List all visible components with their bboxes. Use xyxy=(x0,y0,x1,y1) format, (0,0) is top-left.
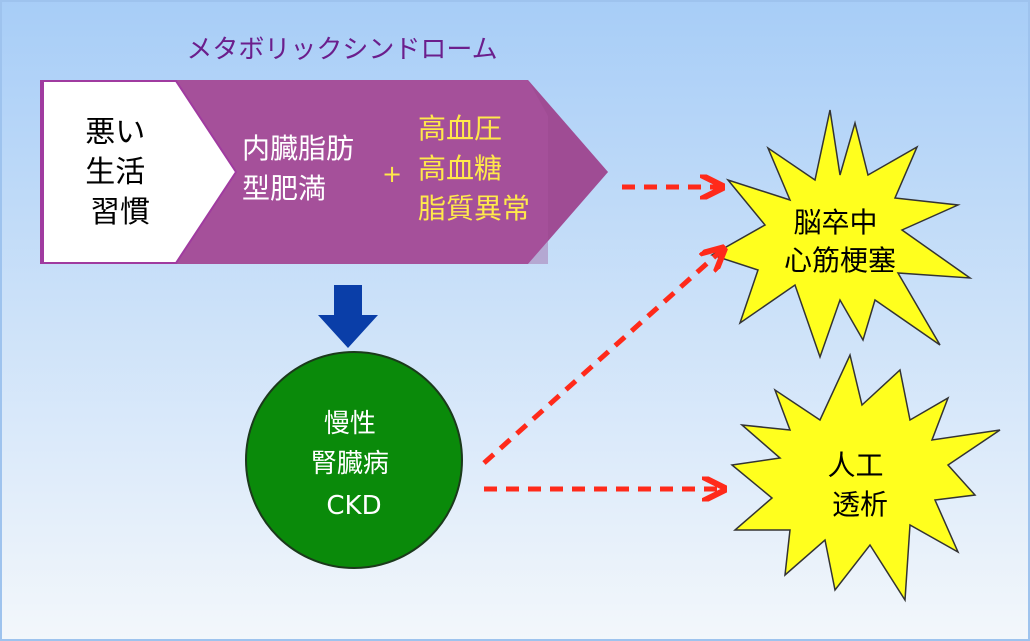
arrow-shading xyxy=(528,80,608,264)
cause-box-left-border xyxy=(40,80,44,264)
ckd-line-1: 慢性 xyxy=(324,409,376,439)
metabolic-syndrome-title: メタボリックシンドローム xyxy=(186,35,497,65)
visceral-fat-text: 内臓脂肪 型肥満 xyxy=(242,132,363,205)
cause-line-2: 生活 xyxy=(85,155,145,190)
ckd-circle xyxy=(245,351,463,569)
risk-factor-hypertension: 高血圧 xyxy=(418,112,502,145)
outcome-dialysis-text: 人工 透析 xyxy=(828,449,893,521)
visceral-fat-line-2: 型肥満 xyxy=(242,172,326,205)
dashed-arrow-ckd-to-cardio xyxy=(482,250,722,465)
risk-factors-text: 高血圧 高血糖 脂質異常 xyxy=(418,112,530,225)
ckd-line-3: CKD xyxy=(326,491,381,521)
cause-line-3: 習慣 xyxy=(90,195,150,230)
ckd-line-2: 腎臓病 xyxy=(311,449,389,479)
outcome-cardio-line-2: 心筋梗塞 xyxy=(784,244,896,277)
outcome-burst-dialysis xyxy=(730,352,1001,603)
outcome-cardio-text: 脳卒中 心筋梗塞 xyxy=(784,206,896,277)
outcome-cardio-line-1: 脳卒中 xyxy=(794,206,878,239)
outcome-dialysis-line-1: 人工 xyxy=(828,449,884,482)
visceral-fat-line-1: 内臓脂肪 xyxy=(242,132,354,165)
risk-factor-hyperglycemia: 高血糖 xyxy=(418,152,502,185)
outcome-burst-cardio xyxy=(710,109,973,360)
outcome-dialysis-line-2: 透析 xyxy=(832,488,888,521)
plus-sign: + xyxy=(382,160,402,188)
down-arrow xyxy=(318,285,378,348)
risk-factor-dyslipidemia: 脂質異常 xyxy=(418,192,530,225)
cause-text: 悪い 生活 習慣 xyxy=(85,115,155,230)
ckd-text: 慢性 腎臓病 CKD xyxy=(311,409,397,521)
cause-line-1: 悪い xyxy=(85,115,145,150)
